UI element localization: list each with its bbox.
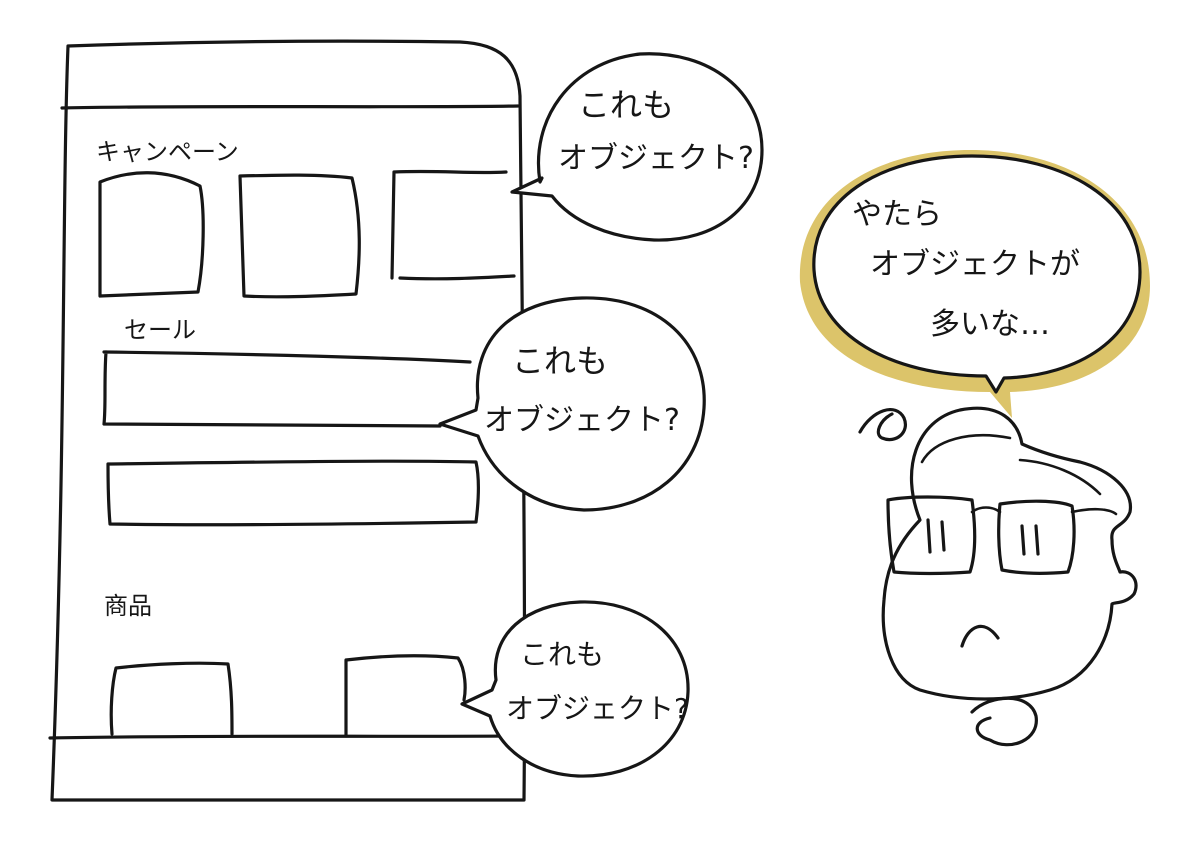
products-label: 商品 [104,592,152,620]
products-section: 商品 [104,592,467,738]
campaign-card-1[interactable] [98,171,205,298]
campaign-card-3[interactable] [390,169,516,281]
hair-strand [920,434,1102,496]
bubble-outline [510,52,764,242]
hand-on-chin-icon [970,696,1038,747]
bubble-outline [460,600,690,778]
thought-line-3: 多いな… [930,307,1050,342]
phone-mockup: キャンペーン セール 商品 [48,39,527,802]
bubble-line-2: オブジェクト? [506,692,689,725]
bubble-line-2: オブジェクト? [484,403,680,438]
speech-bubble-sale: これも オブジェクト? [438,296,706,512]
campaign-label: キャンペーン [96,138,239,166]
campaign-card-2[interactable] [238,173,361,299]
glasses-right-lens [997,499,1076,575]
phone-header-divider [60,104,520,110]
sale-label: セール [124,316,196,344]
sale-banner-2[interactable] [106,459,480,527]
thought-line-1: やたら [852,197,942,232]
phone-footer-divider [48,734,524,740]
hair-curl-icon [858,408,907,442]
product-card-1[interactable] [109,661,234,736]
campaign-section: キャンペーン [96,138,516,299]
bubble-outline [438,296,706,512]
confused-character [858,406,1138,747]
speech-bubble-campaign: これも オブジェクト? [510,52,764,242]
glasses-bridge [970,506,1002,514]
bubble-line-1: これも [578,86,674,124]
frown-mouth-icon [960,624,1000,648]
bubble-line-1: これも [512,342,608,380]
thought-bubble-outline [812,154,1142,394]
thought-line-2: オブジェクトが [870,247,1080,282]
speech-bubble-products: これも オブジェクト? [460,600,690,778]
glasses-arm [1070,507,1118,516]
bubble-line-2: オブジェクト? [558,141,754,176]
right-eye [1020,524,1040,556]
bubble-line-1: これも [520,638,604,671]
sale-banner-1[interactable] [102,350,472,428]
sale-section: セール [102,316,480,527]
character-head [881,406,1138,701]
thought-bubble: やたら オブジェクトが 多いな… [799,150,1150,418]
glasses-left-lens [886,495,977,576]
product-card-2[interactable] [344,654,467,738]
glasses-icon [886,495,1118,576]
left-eye [926,518,946,554]
